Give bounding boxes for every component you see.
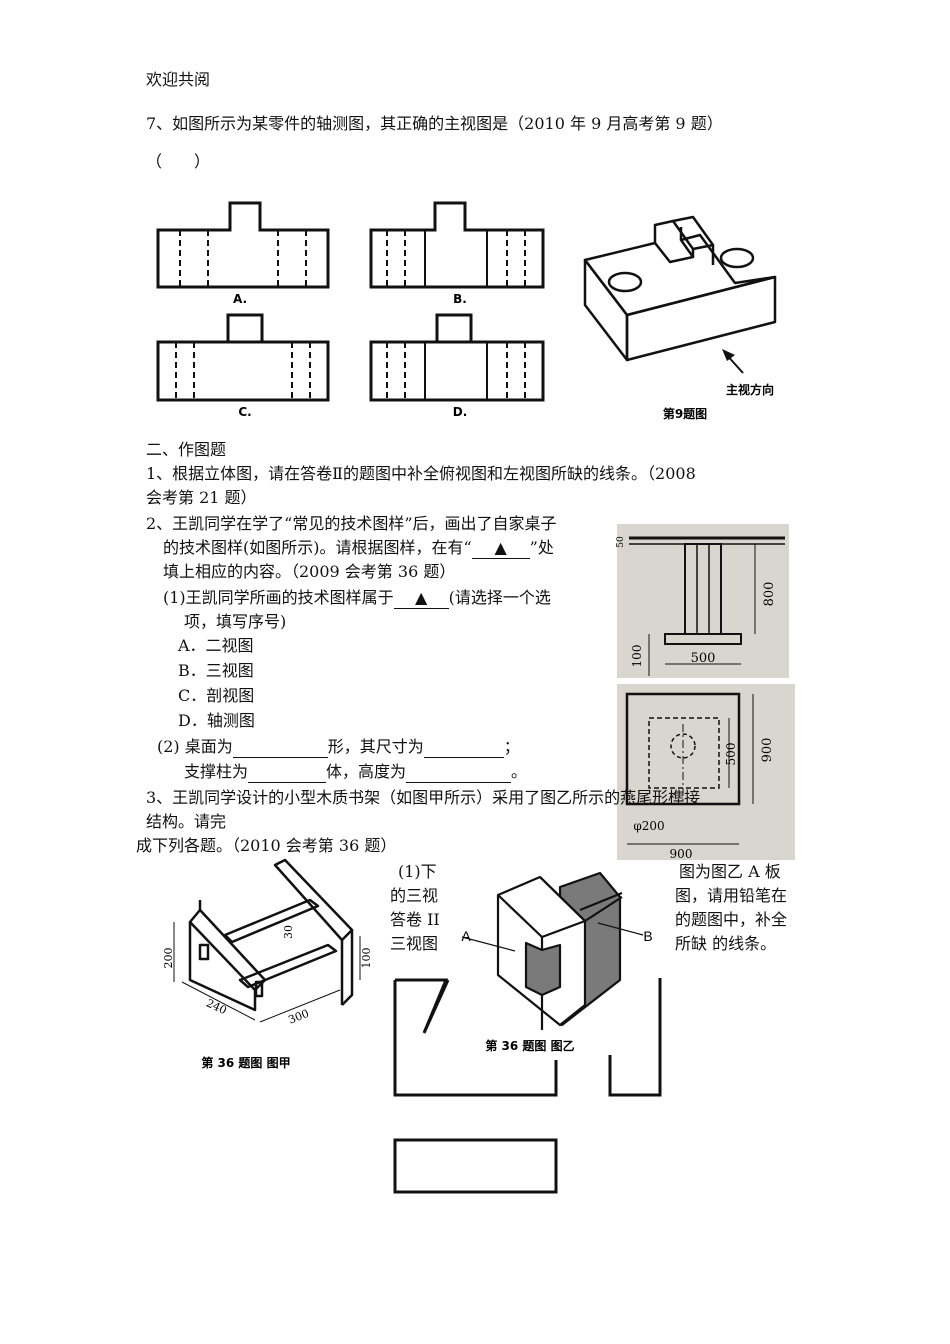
section-title: 二、作图题 [146, 440, 227, 459]
q2-sub2-desk-label: (2) 桌面为 [157, 737, 233, 756]
q2-sub1-answer-blank[interactable]: ▲ [393, 588, 449, 609]
q3-mid-line2: 的三视 [390, 886, 439, 905]
q7-question: 7、如图所示为某零件的轴测图，其正确的主视图是（2010 年 9 月高考第 9 … [146, 114, 723, 133]
q3-right-line1: 图为图乙 A 板 [679, 862, 781, 881]
choice-b: B．三视图 [178, 661, 254, 680]
figure-9-caption: 第9题图 [663, 406, 707, 421]
q3-right-line3: 的题图中，补全 [675, 910, 788, 929]
q7-answer-paren: （ ） [146, 152, 211, 171]
bookshelf-caption: 第 36 题图 图甲 [201, 1055, 290, 1070]
q2-sub2-line2: 支撑柱为 体，高度为 。 [184, 762, 527, 783]
choice-a: A．二视图 [178, 636, 254, 655]
table-front-view-photo: 800 50 100 500 [616, 524, 789, 678]
q2-line3: 填上相应的内容。（2009 会考第 36 题） [163, 562, 456, 581]
table-top-view-photo: 500 900 φ200 900 [617, 684, 795, 861]
column-height-blank[interactable] [406, 762, 512, 783]
q3-line1: 3、王凯同学设计的小型木质书架（如图甲所示）采用了图乙所示的燕尾形榫接 [146, 788, 701, 807]
dovetail-joint-drawing: A B 第 36 题图 图乙 [461, 871, 653, 1053]
option-a-label: A. [233, 292, 247, 306]
q2-sub2-size-label: 形，其尺寸为 [327, 737, 424, 756]
shelf-dim-240: 240 [204, 996, 229, 1017]
option-c-drawing: C. [156, 313, 330, 419]
dim-800: 800 [762, 582, 777, 607]
joint-caption: 第 36 题图 图乙 [485, 1038, 574, 1053]
choice-d: D．轴测图 [178, 711, 255, 730]
joint-label-a: A [461, 928, 471, 944]
q3-right-line4: 所缺 的线条。 [675, 934, 777, 953]
joint-label-b: B [643, 928, 652, 944]
q3-mid-line1: (1)下 [398, 862, 437, 881]
q2-sub1-text: (1)王凯同学所画的技术图样属于 [163, 588, 394, 607]
dim-500-front: 500 [691, 651, 716, 666]
option-d-drawing: D. [369, 313, 545, 419]
q2-sub1: (1)王凯同学所画的技术图样属于▲(请选择一个选 [163, 588, 551, 609]
option-b-label: B. [453, 292, 467, 306]
q2-answer-marker: ▲ [471, 538, 530, 559]
option-a-drawing: A. [156, 201, 330, 306]
q3-mid-line3: 答卷 II [390, 910, 440, 929]
bookshelf-drawing: 200 30 100 240 300 第 36 题图 图甲 [162, 858, 373, 1070]
dim-50: 50 [616, 536, 626, 548]
q1-line2: 会考第 21 题） [146, 488, 257, 507]
q1-line1: 1、根据立体图，请在答卷Ⅱ的题图中补全俯视图和左视图所缺的线条。（2008 [146, 464, 696, 483]
q2-sub2-line1: (2) 桌面为 形，其尺寸为 ； [157, 737, 520, 758]
page-header: 欢迎共阅 [146, 70, 211, 89]
isometric-part-drawing: 主视方向 第9题图 [583, 215, 777, 421]
desk-size-blank[interactable] [423, 737, 504, 758]
q2-line2-text: 的技术图样(如图所示)。请根据图样，在有“ [163, 538, 472, 557]
q2-sub2-period: 。 [511, 762, 528, 781]
shelf-dim-100: 100 [360, 948, 373, 969]
q3-line3: 成下列各题。（2010 会考第 36 题） [136, 836, 397, 855]
desk-shape-blank[interactable] [232, 737, 328, 758]
dim-900-vertical: 900 [760, 738, 775, 763]
option-c-label: C. [238, 405, 251, 419]
dim-900-horizontal: 900 [670, 847, 693, 861]
dim-100: 100 [630, 645, 644, 668]
q3-line2: 结构。请完 [146, 812, 227, 831]
q2-sub2-column-label: 支撑柱为 [184, 762, 249, 781]
shelf-dim-30: 30 [282, 925, 295, 939]
three-view-answer-drawing [393, 978, 662, 1194]
q3-mid-line4: 三视图 [390, 934, 439, 953]
dim-phi-200: φ200 [633, 819, 664, 833]
q3-right-line2: 图，请用铅笔在 [675, 886, 788, 905]
choice-c: C．剖视图 [178, 686, 255, 705]
q2-line2-end: ”处 [529, 538, 554, 557]
dim-500-top: 500 [724, 743, 738, 766]
q2-sub1-text-end: (请选择一个选 [448, 588, 551, 607]
q2-sub2-semicolon: ； [503, 737, 520, 756]
view-direction-label: 主视方向 [726, 382, 774, 397]
q2-sub2-height-label: 体，高度为 [326, 762, 407, 781]
column-shape-blank[interactable] [248, 762, 327, 783]
option-d-label: D. [453, 405, 468, 419]
q2-line2: 的技术图样(如图所示)。请根据图样，在有“▲”处 [163, 538, 554, 559]
q2-sub1-cont: 项，填写序号) [184, 612, 287, 631]
shelf-dim-200: 200 [162, 948, 175, 969]
option-b-drawing: B. [369, 201, 545, 306]
q2-line1: 2、王凯同学在学了“常见的技术图样”后，画出了自家桌子 [146, 514, 557, 533]
